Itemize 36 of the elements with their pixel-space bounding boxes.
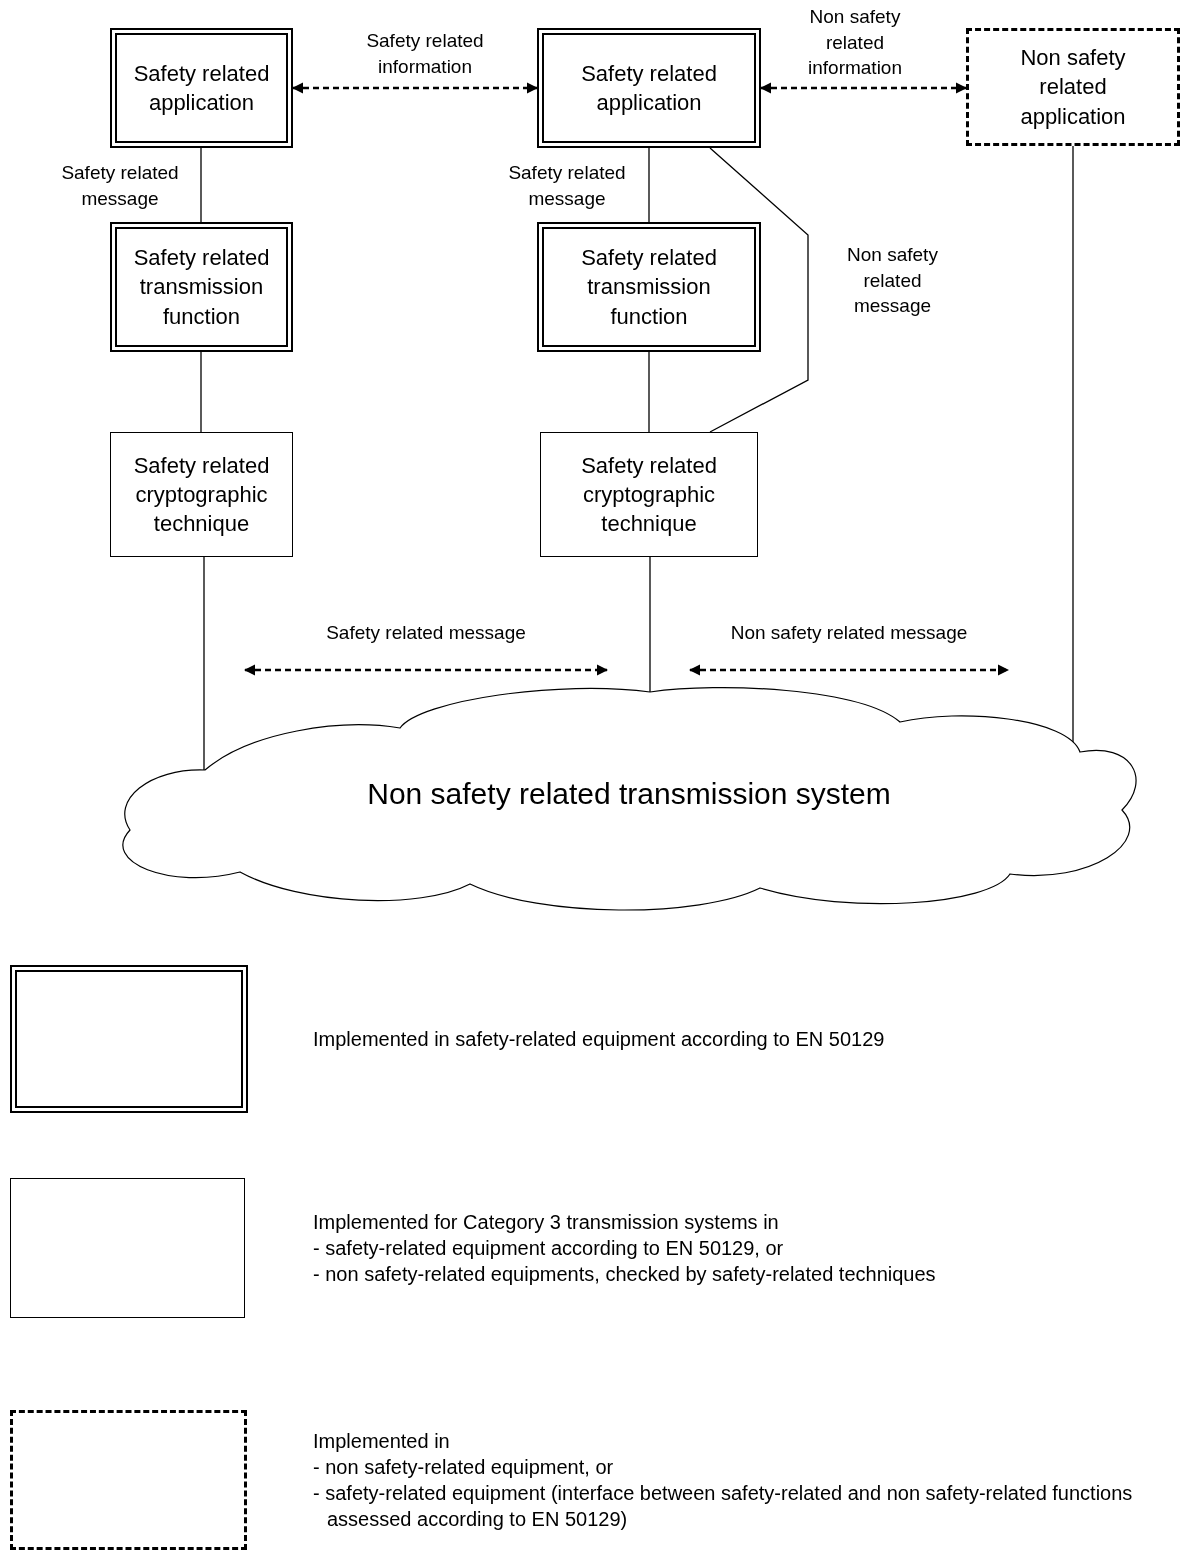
box-text: Safety related application	[580, 59, 718, 117]
flow-label: Safety related message	[325, 621, 527, 645]
double-outlined-box	[110, 222, 293, 352]
arrow	[291, 82, 539, 94]
box-text: Safety related transmission function	[580, 244, 718, 331]
arrow	[759, 82, 968, 94]
connector-line	[203, 556, 205, 771]
legend-description: Implemented in	[313, 1429, 451, 1454]
dashed-box	[966, 28, 1180, 146]
legend-description: - safety-related equipment (interface between safety-related and non safety-related functions assessed according to EN 50129)	[313, 1481, 1133, 1532]
connector-line	[649, 556, 651, 693]
box-text: Safety related cryptographic technique	[580, 451, 718, 538]
process-box	[10, 1178, 245, 1318]
cloud-label: Non safety related transmission system	[366, 776, 892, 813]
double-outlined-box	[537, 222, 761, 352]
connector-line	[709, 147, 809, 433]
box-text: Non safety related application	[1019, 44, 1127, 131]
legend-description: Implemented in safety-related equipment according to EN 50129	[313, 1027, 886, 1052]
connector-line	[200, 147, 202, 223]
legend-description: - non safety-related equipments, checked by safety-related techniques	[313, 1262, 937, 1287]
process-box	[540, 432, 758, 557]
box-text: Safety related cryptographic technique	[132, 451, 271, 538]
connector-line	[648, 147, 650, 223]
legend-description: - non safety-related equipment, or	[313, 1455, 615, 1480]
box-text: Safety related application	[132, 59, 271, 117]
connector-line	[648, 351, 650, 433]
box-text: Safety related transmission function	[132, 244, 271, 331]
legend-description: Implemented for Category 3 transmission systems in	[313, 1210, 780, 1235]
connector-line	[200, 351, 202, 433]
double-outlined-box	[10, 965, 248, 1113]
double-outlined-box	[110, 28, 293, 148]
flow-label: Non safety related message	[729, 621, 969, 645]
double-outlined-box	[537, 28, 761, 148]
dashed-box	[10, 1410, 247, 1550]
legend-description: - safety-related equipment according to EN 50129, or	[313, 1236, 785, 1261]
process-box	[110, 432, 293, 557]
